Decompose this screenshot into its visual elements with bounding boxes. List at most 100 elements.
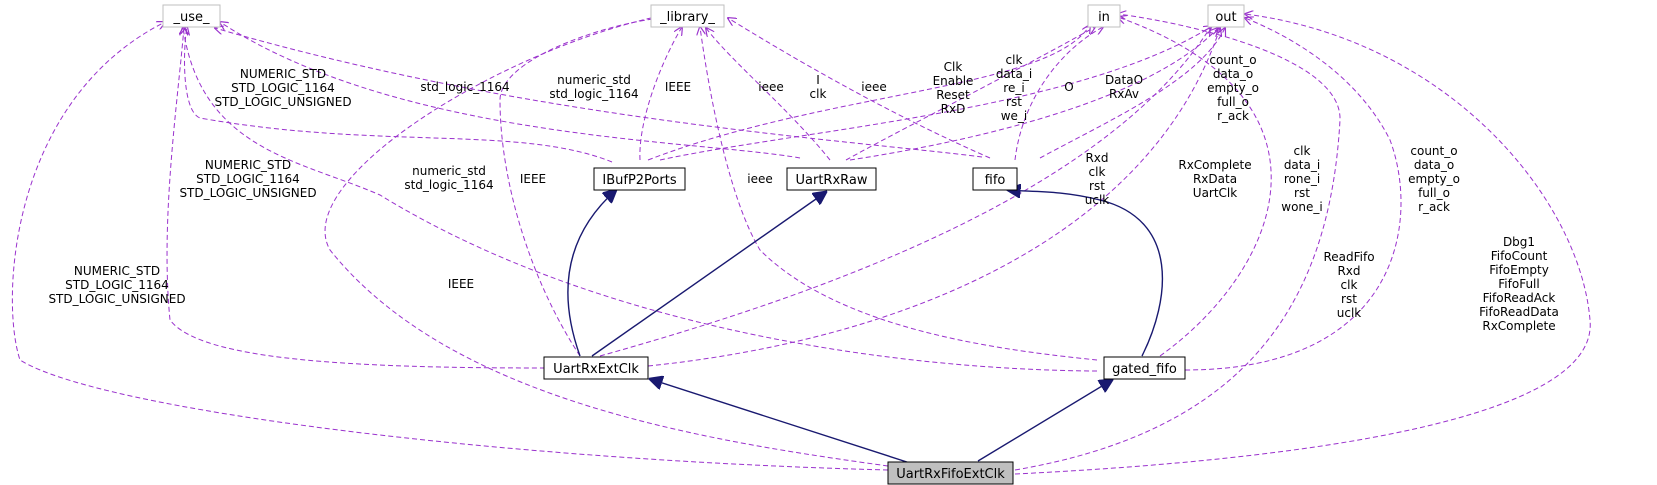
edge-label-line: empty_o: [1408, 172, 1460, 186]
edge-label-line: clk: [1294, 144, 1311, 158]
edge-label-line: rst: [1294, 186, 1310, 200]
edge-label-line: count_o: [1209, 53, 1256, 67]
svg-text:IBufP2Ports: IBufP2Ports: [602, 173, 676, 188]
edge-uartrxextclk-to-out-2: [647, 28, 1220, 367]
edge-label-line: uclk: [1337, 306, 1362, 320]
label-ibuf-out: O: [1064, 80, 1073, 94]
node-fifo[interactable]: fifo: [972, 167, 1018, 191]
edge-uartrxextclk-inherits-ibuf: [567, 190, 616, 357]
edge-uartrxraw-to-out: [849, 28, 1218, 161]
edge-label-line: FifoReadData: [1479, 305, 1559, 319]
edge-label-line: ReadFifo: [1323, 250, 1374, 264]
edge-root-to-library: [324, 16, 889, 467]
edge-label-line: clk: [1089, 165, 1106, 179]
svg-text:_use_: _use_: [172, 10, 210, 25]
edge-fifo-to-in: [1014, 27, 1103, 161]
edge-label-line: r_ack: [1418, 200, 1450, 214]
edge-gated-to-library: [700, 27, 1098, 361]
edge-label-line: std_logic_1164: [404, 178, 493, 192]
svg-text:UartRxFifoExtClk: UartRxFifoExtClk: [896, 467, 1005, 482]
edge-gated-to-out: [1184, 18, 1402, 371]
node-library[interactable]: _library_: [650, 4, 725, 28]
edge-label-line: IEEE: [448, 277, 474, 291]
edge-label-line: Rxd: [1085, 151, 1108, 165]
edge-label-line: full_o: [1418, 186, 1450, 200]
label-gated-library: ieee: [747, 172, 772, 186]
edge-uartrxextclk-inherits-uartrxraw: [591, 192, 826, 357]
edge-gated-to-in: [1118, 17, 1272, 357]
edge-uartrxraw-to-in: [845, 27, 1095, 161]
edge-label-line: STD_LOGIC_1164: [65, 278, 169, 292]
label-fifo-library: ieee: [861, 80, 886, 94]
label-root-library: IEEE: [448, 277, 474, 291]
edge-uartrxextclk-to-library: [499, 18, 660, 357]
edge-label-line: full_o: [1217, 95, 1249, 109]
node-uartrxextclk[interactable]: UartRxExtClk: [543, 356, 649, 380]
node-in[interactable]: in: [1087, 4, 1121, 28]
edge-label-line: NUMERIC_STD: [205, 158, 291, 172]
edge-label-line: re_i: [1003, 81, 1024, 95]
edge-label-line: r_ack: [1217, 109, 1249, 123]
edge-gated-inherits-fifo: [1008, 190, 1164, 357]
edge-label-line: clk: [1006, 53, 1023, 67]
edge-label-line: data_i: [1284, 158, 1320, 172]
edge-label-line: rone_i: [1284, 172, 1320, 186]
label-uartrxraw-library: ieee: [758, 80, 783, 94]
edge-root-to-use: [11, 22, 889, 471]
label-uartrxraw-use: std_logic_1164: [420, 80, 509, 94]
edge-fifo-to-out: [1039, 28, 1225, 159]
edge-label-line: NUMERIC_STD: [240, 67, 326, 81]
svg-text:UartRxRaw: UartRxRaw: [796, 173, 868, 188]
edge-label-line: NUMERIC_STD: [74, 264, 160, 278]
edge-label-line: STD_LOGIC_UNSIGNED: [48, 292, 185, 306]
node-out[interactable]: out: [1207, 4, 1245, 28]
node-use[interactable]: _use_: [162, 4, 221, 28]
edge-label-line: FifoReadAck: [1483, 291, 1556, 305]
edge-label-line: RxData: [1193, 172, 1237, 186]
edge-label-line: Clk: [944, 60, 963, 74]
edge-label-line: clk: [810, 87, 827, 101]
edge-label-line: RxAv: [1109, 87, 1139, 101]
edge-label-line: I: [816, 73, 820, 87]
node-ibufp2ports[interactable]: IBufP2Ports: [593, 167, 686, 191]
node-uartrxraw[interactable]: UartRxRaw: [786, 167, 877, 191]
edge-label-line: Rxd: [1337, 264, 1360, 278]
node-gated-fifo[interactable]: gated_fifo: [1103, 356, 1186, 380]
edge-label-line: RxComplete: [1178, 158, 1251, 172]
edge-ibuf-to-use: [185, 27, 613, 163]
edge-root-inherits-gated: [977, 380, 1112, 462]
edge-label-line: data_i: [996, 67, 1032, 81]
edge-label-line: we_i: [1001, 109, 1028, 123]
edge-label-line: count_o: [1410, 144, 1457, 158]
edge-label-line: ieee: [861, 80, 886, 94]
svg-text:in: in: [1098, 10, 1110, 25]
edge-label-line: rst: [1089, 179, 1105, 193]
edge-label-line: rst: [1006, 95, 1022, 109]
edge-label-line: FifoEmpty: [1489, 263, 1549, 277]
edge-label-line: ieee: [758, 80, 783, 94]
svg-text:fifo: fifo: [985, 173, 1006, 188]
edge-label-line: FifoCount: [1491, 249, 1548, 263]
edge-root-to-out: [1014, 14, 1591, 475]
node-uartrxfifoextclk[interactable]: UartRxFifoExtClk: [887, 461, 1014, 485]
edge-ibuf-to-out: [659, 26, 1212, 161]
edge-root-inherits-uartrxextclk: [650, 379, 911, 464]
edge-label-line: UartClk: [1193, 186, 1237, 200]
edge-uartrxraw-to-library: [706, 28, 831, 161]
svg-text:out: out: [1215, 10, 1236, 25]
svg-text:gated_fifo: gated_fifo: [1112, 362, 1177, 377]
edge-label-line: O: [1064, 80, 1073, 94]
